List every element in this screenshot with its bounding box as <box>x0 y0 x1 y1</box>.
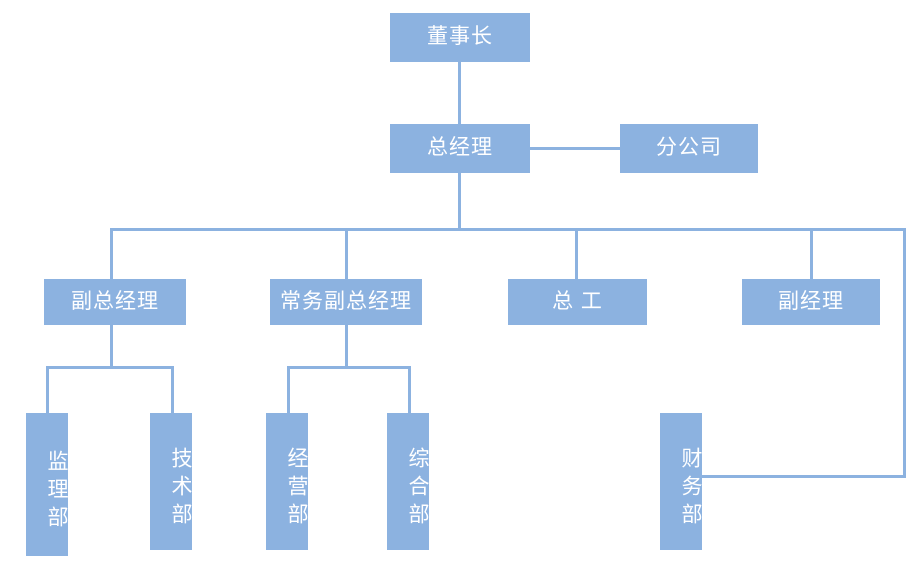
node-general-affairs-dept[interactable]: 综合部 <box>387 413 429 550</box>
node-chief-engineer[interactable]: 总 工 <box>508 279 647 325</box>
connector-bus-drop-deputy-manager <box>810 228 813 279</box>
connector-bus-drop-executive-deputy-gm <box>345 228 348 279</box>
connector-executive-deputy-gm-stem <box>345 325 348 368</box>
node-executive-deputy-gm-label: 常务副总经理 <box>280 289 412 313</box>
connector-drop-general-affairs-dept <box>408 366 411 415</box>
node-deputy-gm[interactable]: 副总经理 <box>44 279 186 325</box>
node-branch-company[interactable]: 分公司 <box>620 124 758 173</box>
connector-finance-elbow <box>702 475 906 478</box>
node-deputy-manager[interactable]: 副经理 <box>742 279 880 325</box>
connector-general-manager-to-branch-company <box>530 147 622 150</box>
node-operations-dept-label: 经营部 <box>285 446 308 531</box>
connector-executive-deputy-gm-bus <box>287 366 411 369</box>
node-executive-deputy-gm[interactable]: 常务副总经理 <box>270 279 422 325</box>
connector-drop-operations-dept <box>287 366 290 415</box>
node-operations-dept[interactable]: 经营部 <box>266 413 308 550</box>
connector-general-manager-stem <box>458 173 461 230</box>
connector-finance-riser <box>903 228 906 478</box>
connector-deputy-gm-stem <box>110 325 113 368</box>
connector-drop-technology-dept <box>171 366 174 415</box>
node-general-manager-label: 总经理 <box>427 136 493 160</box>
node-deputy-gm-label: 副总经理 <box>71 289 159 313</box>
node-supervision-dept[interactable]: 监理部 <box>26 413 68 556</box>
connector-bus-drop-deputy-gm <box>110 228 113 279</box>
node-finance-dept[interactable]: 财务部 <box>660 413 702 550</box>
node-finance-dept-label: 财务部 <box>679 446 702 531</box>
node-general-affairs-dept-label: 综合部 <box>406 446 429 531</box>
connector-drop-supervision-dept <box>46 366 49 415</box>
node-chairman-label: 董事长 <box>427 25 493 49</box>
node-general-manager[interactable]: 总经理 <box>390 124 530 173</box>
node-technology-dept-label: 技术部 <box>169 446 192 531</box>
node-supervision-dept-label: 监理部 <box>45 449 68 534</box>
connector-bus-drop-chief-engineer <box>575 228 578 279</box>
node-chief-engineer-label: 总 工 <box>552 289 603 313</box>
connector-deputy-gm-bus <box>46 366 174 369</box>
node-deputy-manager-label: 副经理 <box>778 289 844 313</box>
connector-level3-bus <box>110 228 906 231</box>
connector-chairman-to-general-manager <box>458 62 461 124</box>
node-technology-dept[interactable]: 技术部 <box>150 413 192 550</box>
node-branch-company-label: 分公司 <box>656 136 722 160</box>
node-chairman[interactable]: 董事长 <box>390 13 530 62</box>
